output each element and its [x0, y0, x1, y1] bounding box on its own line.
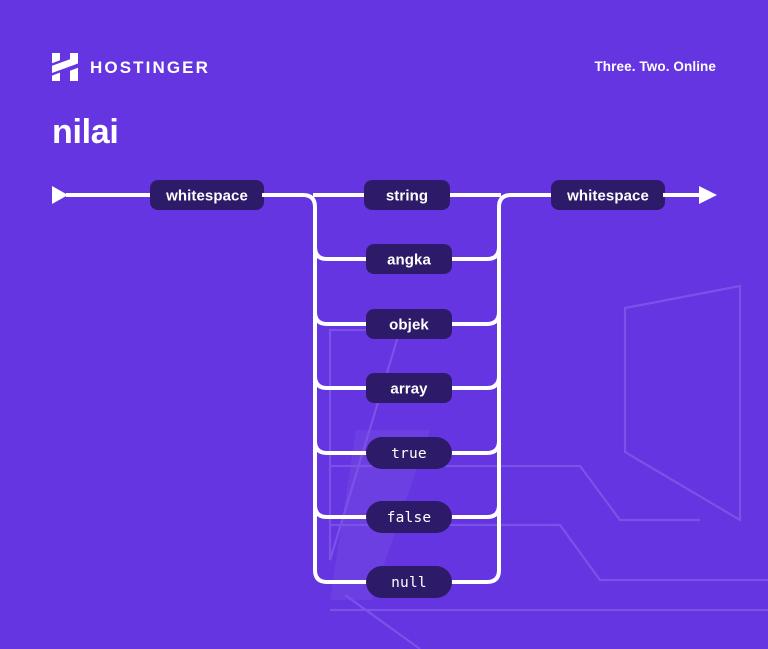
rail-left-branch-array: [313, 375, 368, 390]
node-angka: angka: [366, 244, 452, 274]
rail-left-branch-objek: [313, 311, 368, 326]
node-string: string: [364, 180, 450, 210]
rail-right-branch-false: [446, 504, 501, 519]
node-true: true: [366, 437, 452, 469]
slide-header: HOSTINGER Three. Two. Online: [0, 0, 768, 100]
node-whitespace-prefix: whitespace: [150, 180, 264, 210]
node-box: [366, 244, 452, 274]
node-array: array: [366, 373, 452, 403]
node-whitespace-suffix: whitespace: [551, 180, 665, 210]
end-arrow-icon: [699, 186, 717, 204]
rail-right-branch-objek: [446, 311, 501, 326]
node-objek: objek: [366, 309, 452, 339]
rail-left-branch-false: [313, 504, 368, 519]
node-label: angka: [387, 252, 431, 269]
node-box: [366, 437, 452, 469]
rail-right-branch-array: [446, 375, 501, 390]
node-box: [366, 566, 452, 598]
rail-left-branch-angka: [313, 246, 368, 261]
rail-right-branch-angka: [446, 246, 501, 261]
node-label: whitespace: [566, 188, 649, 205]
hostinger-h-logo-icon: [52, 53, 78, 81]
brand-wordmark: HOSTINGER: [90, 57, 210, 77]
node-label: whitespace: [165, 188, 248, 205]
node-box: [366, 309, 452, 339]
start-arrow-icon: [52, 186, 68, 204]
brand-logo: HOSTINGER: [52, 53, 210, 81]
node-box: [551, 180, 665, 210]
rail-right-branch-true: [446, 440, 501, 455]
node-null: null: [366, 566, 452, 598]
node-label: objek: [389, 317, 429, 334]
node-box: [364, 180, 450, 210]
node-label: string: [386, 188, 428, 205]
node-label: true: [391, 446, 427, 462]
node-label: null: [391, 575, 427, 591]
rail-left-branch-true: [313, 440, 368, 455]
rail-left-split: [302, 193, 328, 584]
page-title: nilai: [52, 113, 119, 151]
node-false: false: [366, 501, 452, 533]
node-box: [366, 501, 452, 533]
node-box: [366, 373, 452, 403]
rail-right-merge: [486, 193, 512, 584]
node-label: array: [390, 381, 428, 398]
node-label: false: [387, 510, 432, 526]
brand-tagline: Three. Two. Online: [594, 59, 716, 74]
node-box: [150, 180, 264, 210]
